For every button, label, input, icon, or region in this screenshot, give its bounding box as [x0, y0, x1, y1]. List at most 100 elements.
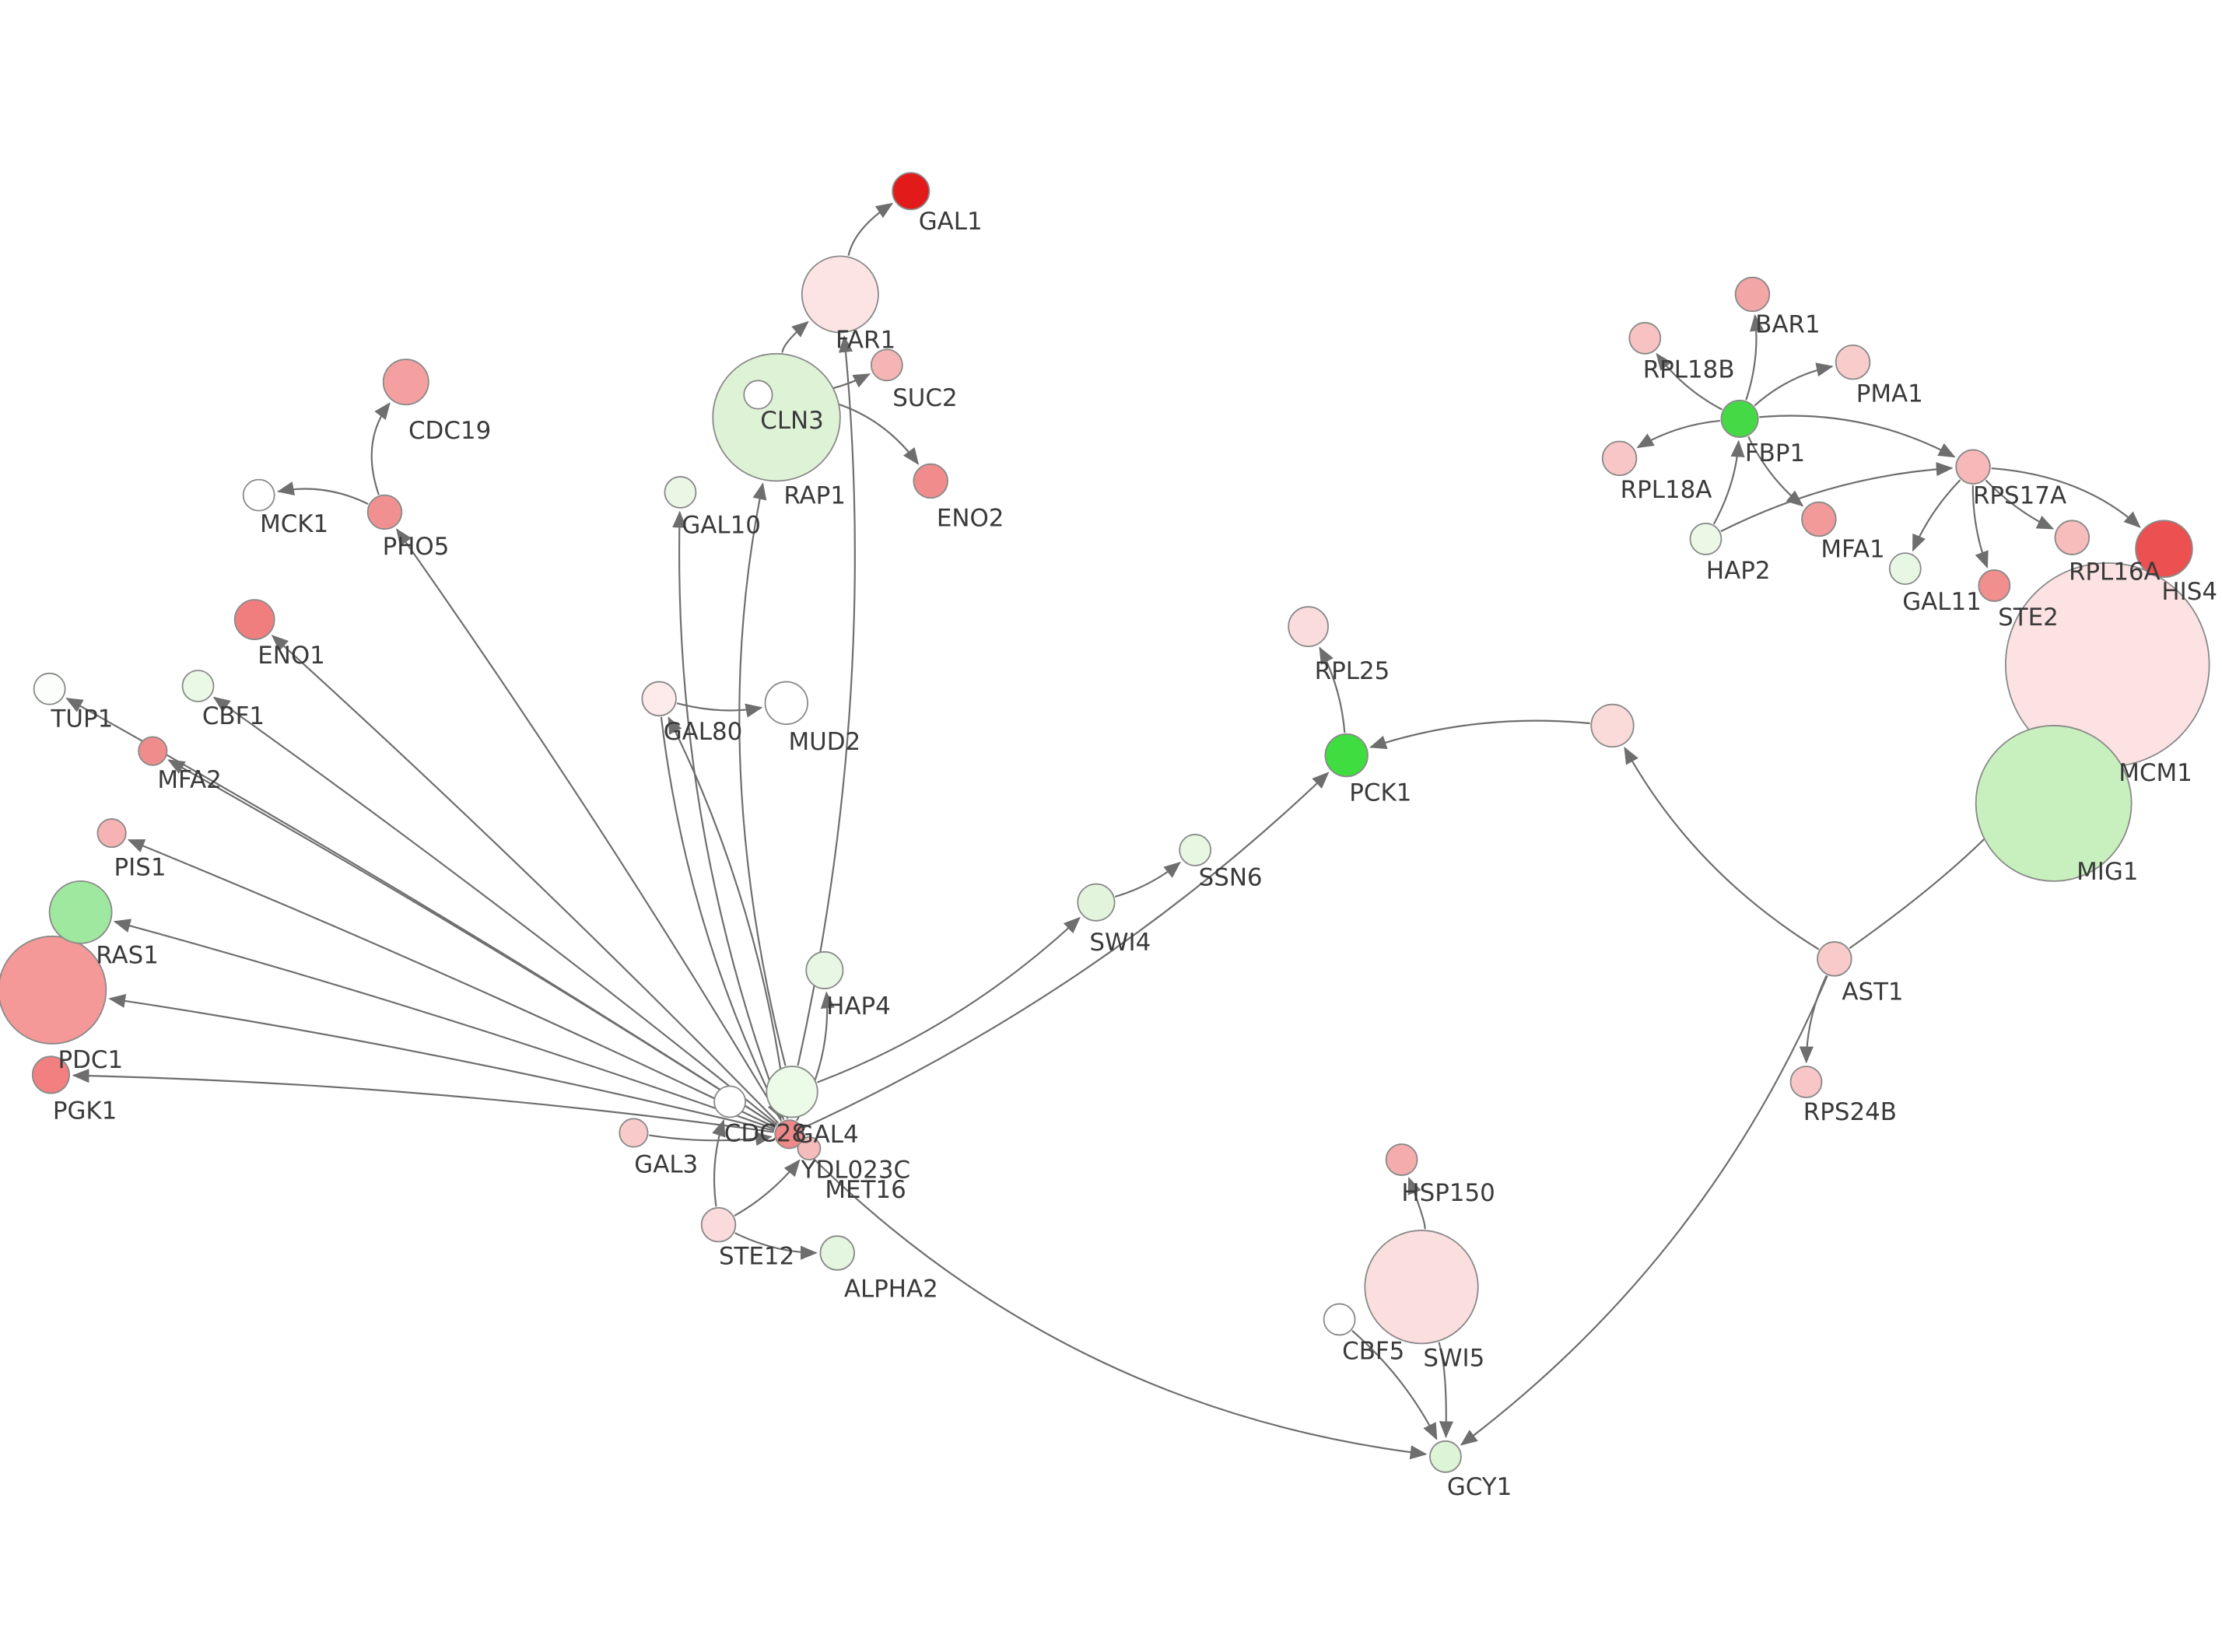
- node-pho5[interactable]: [366, 494, 403, 530]
- node-bar1[interactable]: [1734, 276, 1771, 313]
- node-gal1[interactable]: [892, 172, 931, 211]
- edge-gal4-pgk1[interactable]: [72, 1069, 774, 1133]
- edge-gal4-gcy1[interactable]: [799, 1144, 1428, 1460]
- edge-fbp1-rpl18a[interactable]: [1636, 419, 1720, 449]
- edge-pho5-cdc19[interactable]: [370, 402, 391, 495]
- node-ras1[interactable]: [48, 880, 113, 944]
- node-rps17a[interactable]: [1955, 449, 1991, 485]
- node-tup1[interactable]: [33, 672, 66, 705]
- edge-gal4-tup1[interactable]: [65, 698, 777, 1127]
- edge-fbp1-rps17a[interactable]: [1759, 415, 1956, 458]
- edge-fbp1-bar1[interactable]: [1745, 313, 1765, 401]
- edge-swi5-gcy1[interactable]: [1438, 1342, 1454, 1439]
- node-pgk1[interactable]: [31, 1055, 70, 1094]
- node-eno1[interactable]: [233, 599, 275, 640]
- edge-pck1-rpl25[interactable]: [1319, 646, 1346, 733]
- edge-fbp1-mfa1[interactable]: [1747, 436, 1804, 507]
- edge-gal4-pho5[interactable]: [396, 528, 783, 1122]
- node-his4[interactable]: [2135, 520, 2193, 578]
- edge-fbp1-rpl18b[interactable]: [1656, 352, 1723, 411]
- node-swi4[interactable]: [1077, 883, 1116, 922]
- edge-ast1-gcy1[interactable]: [1460, 975, 1828, 1446]
- node-rap1[interactable]: [743, 380, 773, 410]
- node-rps24b[interactable]: [1789, 1066, 1823, 1098]
- node-rpl18a[interactable]: [1601, 440, 1638, 477]
- edge-gal4-gal10[interactable]: [672, 510, 785, 1120]
- node-cbf5[interactable]: [1323, 1303, 1356, 1336]
- edge-ste12-met16[interactable]: [734, 1159, 801, 1216]
- edge-unnamed1-pck1[interactable]: [1369, 719, 1590, 750]
- node-fbp1[interactable]: [1720, 399, 1759, 438]
- edge-gal4-pck1[interactable]: [803, 772, 1330, 1129]
- node-cdc19[interactable]: [382, 359, 429, 406]
- node-rpl16a[interactable]: [2054, 520, 2091, 555]
- node-gal80[interactable]: [641, 681, 677, 717]
- node-pdc1[interactable]: [0, 935, 107, 1045]
- edge-gal4-gal80[interactable]: [668, 716, 789, 1119]
- edge-gal4-cbf1[interactable]: [212, 696, 778, 1125]
- node-swi5[interactable]: [1364, 1230, 1479, 1345]
- edge-fbp1-pma1[interactable]: [1754, 362, 1834, 407]
- edge-cdc28-swi4[interactable]: [817, 916, 1081, 1083]
- edge-cdc28-cln3[interactable]: [738, 482, 787, 1066]
- node-mfa2[interactable]: [138, 736, 168, 766]
- node-mud2[interactable]: [764, 681, 808, 726]
- edge-gal4-pis1[interactable]: [127, 838, 776, 1129]
- node-rpl18b[interactable]: [1628, 321, 1662, 355]
- edge-cln3-far1[interactable]: [781, 320, 809, 353]
- node-ydl023c[interactable]: [713, 1085, 746, 1118]
- node-suc2[interactable]: [870, 348, 903, 382]
- node-cln3[interactable]: [712, 352, 841, 482]
- node-rpl25[interactable]: [1288, 606, 1329, 648]
- edge-gal3-gal4[interactable]: [649, 1132, 773, 1146]
- edge-gal4-eno1[interactable]: [271, 635, 780, 1124]
- node-cbf1[interactable]: [181, 670, 215, 702]
- node-gcy1[interactable]: [1429, 1440, 1462, 1473]
- node-alpha2[interactable]: [819, 1235, 855, 1271]
- edge-rps17a-his4[interactable]: [1991, 467, 2141, 528]
- edge-swi5-hsp150[interactable]: [1407, 1177, 1426, 1230]
- edge-cbf5-gcy1[interactable]: [1351, 1330, 1438, 1440]
- edge-ste12-ydl023c[interactable]: [712, 1118, 726, 1207]
- edge-rps17a-ste2[interactable]: [1971, 485, 1989, 569]
- node-mig1[interactable]: [1975, 725, 2133, 882]
- edge-hap2-rps17a[interactable]: [1720, 462, 1954, 533]
- node-ssn6[interactable]: [1179, 833, 1212, 866]
- edge-ast1-rps24b[interactable]: [1799, 975, 1828, 1064]
- node-unnamed1[interactable]: [1590, 703, 1635, 748]
- node-ste2[interactable]: [1978, 569, 2011, 602]
- node-pck1[interactable]: [1324, 733, 1369, 778]
- edge-swi4-ssn6[interactable]: [1114, 861, 1181, 898]
- label-alpha2: ALPHA2: [844, 1275, 938, 1303]
- node-gal4[interactable]: [774, 1119, 804, 1150]
- node-pis1[interactable]: [96, 818, 127, 849]
- edge-rps17a-rpl16a[interactable]: [1985, 479, 2055, 530]
- node-gal10[interactable]: [664, 476, 697, 509]
- node-far1[interactable]: [801, 255, 879, 334]
- node-gal3[interactable]: [619, 1118, 649, 1148]
- node-ast1[interactable]: [1817, 941, 1852, 977]
- edge-hap2-fbp1[interactable]: [1712, 439, 1745, 525]
- node-met16[interactable]: [797, 1136, 822, 1160]
- edge-gal80-mud2[interactable]: [676, 702, 763, 718]
- edge-pho5-mck1[interactable]: [276, 481, 369, 506]
- node-gal11[interactable]: [1888, 552, 1922, 586]
- node-hsp150[interactable]: [1385, 1143, 1418, 1176]
- edge-gal80-gal4[interactable]: [660, 716, 782, 1119]
- edge-far1-gal1[interactable]: [847, 202, 894, 256]
- edge-gal4-pdc1[interactable]: [108, 993, 775, 1132]
- edge-ast1-unnamed1[interactable]: [1624, 747, 1820, 950]
- node-hap2[interactable]: [1689, 523, 1723, 555]
- edge-gal4-ras1[interactable]: [113, 919, 775, 1130]
- node-ste12[interactable]: [700, 1206, 737, 1243]
- edge-rps17a-gal11[interactable]: [1912, 479, 1961, 552]
- edge-gal4-mfa2[interactable]: [167, 759, 777, 1127]
- node-pma1[interactable]: [1835, 344, 1871, 380]
- node-hap4[interactable]: [805, 950, 844, 989]
- edge-ste12-alpha2[interactable]: [734, 1232, 818, 1260]
- node-eno2[interactable]: [913, 463, 948, 499]
- node-mfa1[interactable]: [1801, 501, 1837, 537]
- node-cdc28[interactable]: [766, 1066, 818, 1118]
- node-mck1[interactable]: [242, 478, 275, 512]
